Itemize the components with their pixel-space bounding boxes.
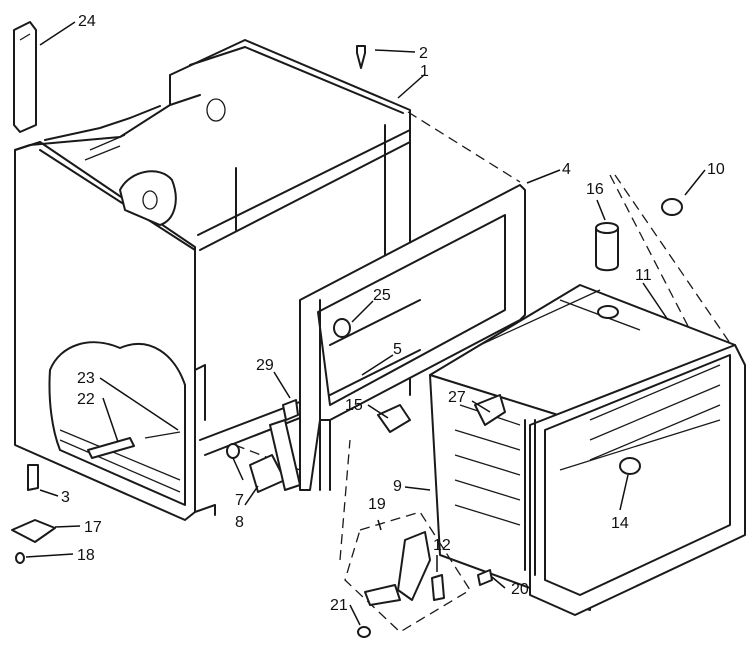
part-2-screw <box>356 45 366 69</box>
part-19-latch-assembly <box>344 511 471 633</box>
part-3-leveling-leg <box>27 464 39 491</box>
callout-23: 23 <box>77 370 95 387</box>
callout-20: 20 <box>511 581 529 598</box>
callout-12: 12 <box>433 537 451 554</box>
part-9-oven-cavity <box>429 284 746 616</box>
callout-1: 1 <box>420 63 429 80</box>
part-18-screw <box>15 552 25 564</box>
callout-8: 8 <box>235 514 244 531</box>
part-22-spring <box>87 437 135 459</box>
callout-15: 15 <box>345 397 363 414</box>
callout-22: 22 <box>77 391 95 408</box>
callout-25: 25 <box>373 287 391 304</box>
part-8-hinge-plate <box>269 419 301 491</box>
part-21-clip <box>357 626 371 638</box>
leader-line <box>609 174 691 331</box>
part-20-screw <box>477 569 493 586</box>
part-29-spacer <box>282 399 299 421</box>
callout-18: 18 <box>77 547 95 564</box>
callout-9: 9 <box>393 478 402 495</box>
part-4-front-frame <box>299 184 526 491</box>
callout-27: 27 <box>448 389 466 406</box>
part-1-cabinet-body <box>14 39 411 521</box>
callout-4: 4 <box>562 161 571 178</box>
leader-arrows <box>25 21 706 626</box>
callout-3: 3 <box>61 489 70 506</box>
part-23-spring <box>144 431 181 439</box>
leader-line <box>614 174 746 366</box>
part-15-bracket <box>377 404 411 433</box>
callout-7: 7 <box>235 492 244 509</box>
callout-14: 14 <box>611 515 629 532</box>
callout-16: 16 <box>586 181 604 198</box>
part-10-plug <box>661 198 683 216</box>
callout-19: 19 <box>368 496 386 513</box>
leader-line <box>407 111 521 183</box>
part-7-grommet <box>226 443 240 459</box>
part-17-bracket <box>11 519 56 543</box>
callout-21: 21 <box>330 597 348 614</box>
callout-24: 24 <box>78 13 96 30</box>
callout-2: 2 <box>419 45 428 62</box>
part-24-strip <box>13 21 37 133</box>
callout-5: 5 <box>393 341 402 358</box>
callout-29: 29 <box>256 357 274 374</box>
part-16-vent-tube <box>595 222 619 272</box>
callout-11: 11 <box>635 267 652 284</box>
callout-10: 10 <box>707 161 725 178</box>
leader-line <box>339 439 351 561</box>
callout-17: 17 <box>84 519 102 536</box>
